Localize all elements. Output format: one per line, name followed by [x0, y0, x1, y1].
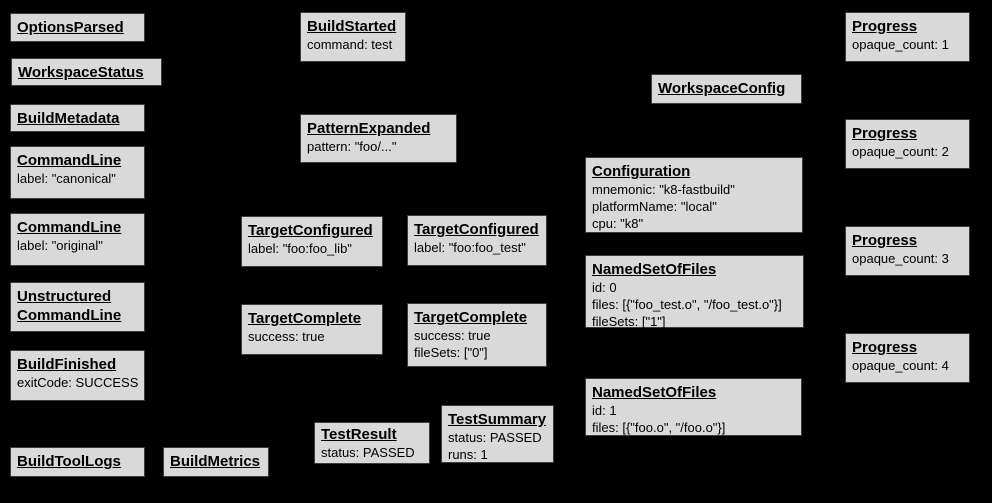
node-configuration: Configuration mnemonic: "k8-fastbuild" p… [585, 157, 803, 233]
node-pattern-expanded: PatternExpanded pattern: "foo/..." [300, 114, 457, 163]
node-title: OptionsParsed [17, 19, 124, 36]
node-named-set-of-files-1: NamedSetOfFiles id: 1 files: [{"foo.o", … [585, 378, 802, 436]
node-title: BuildToolLogs [17, 453, 121, 470]
node-field: files: [{"foo.o", "/foo.o"}] [592, 420, 726, 435]
node-title: BuildFinished [17, 356, 117, 373]
node-title: BuildStarted [307, 18, 397, 35]
node-test-result: TestResult status: PASSED [314, 422, 430, 464]
node-title: TargetComplete [414, 309, 528, 326]
node-title: Progress [852, 232, 918, 249]
node-title: NamedSetOfFiles [592, 384, 717, 401]
node-title: CommandLine [17, 152, 122, 169]
node-title: TestSummary [448, 411, 547, 428]
node-progress-2: Progress opaque_count: 2 [845, 119, 970, 169]
node-unstructured-command-line: Unstructured CommandLine [10, 282, 145, 332]
node-title: TargetConfigured [414, 221, 539, 238]
node-build-finished: BuildFinished exitCode: SUCCESS [10, 350, 145, 401]
node-field: mnemonic: "k8-fastbuild" [592, 182, 735, 197]
node-field: success: true [248, 329, 325, 344]
node-field: platformName: "local" [592, 199, 717, 214]
node-workspace-config: WorkspaceConfig [651, 74, 802, 104]
node-title: Unstructured [17, 288, 112, 305]
node-options-parsed: OptionsParsed [10, 13, 145, 42]
node-field: cpu: "k8" [592, 216, 644, 231]
node-command-line-canonical: CommandLine label: "canonical" [10, 146, 145, 199]
node-field: status: PASSED [321, 445, 415, 460]
node-field: id: 1 [592, 403, 617, 418]
node-title: Configuration [592, 163, 691, 180]
node-field: exitCode: SUCCESS [17, 375, 139, 390]
node-title: BuildMetadata [17, 110, 120, 127]
node-target-complete-test: TargetComplete success: true fileSets: [… [407, 303, 547, 367]
node-target-configured-lib: TargetConfigured label: "foo:foo_lib" [241, 216, 383, 267]
node-title: CommandLine [17, 219, 122, 236]
node-field: label: "foo:foo_lib" [248, 241, 352, 256]
node-title: BuildMetrics [170, 453, 261, 470]
node-title: CommandLine [17, 307, 122, 324]
node-field: runs: 1 [448, 447, 488, 462]
node-title: WorkspaceStatus [18, 64, 144, 81]
node-test-summary: TestSummary status: PASSED runs: 1 [441, 405, 554, 463]
node-target-complete-lib: TargetComplete success: true [241, 304, 383, 355]
node-build-metadata: BuildMetadata [10, 104, 145, 132]
node-title: Progress [852, 339, 918, 356]
node-field: opaque_count: 1 [852, 37, 949, 52]
node-field: opaque_count: 2 [852, 144, 949, 159]
node-progress-4: Progress opaque_count: 4 [845, 333, 970, 383]
node-field: id: 0 [592, 280, 617, 295]
node-field: fileSets: ["1"] [592, 314, 666, 329]
node-title: TestResult [321, 426, 397, 443]
node-field: status: PASSED [448, 430, 542, 445]
node-title: NamedSetOfFiles [592, 261, 717, 278]
node-title: TargetConfigured [248, 222, 373, 239]
node-title: Progress [852, 18, 918, 35]
node-build-metrics: BuildMetrics [163, 447, 269, 477]
node-progress-1: Progress opaque_count: 1 [845, 12, 970, 62]
node-target-configured-test: TargetConfigured label: "foo:foo_test" [407, 215, 547, 266]
node-build-tool-logs: BuildToolLogs [10, 447, 145, 477]
node-title: PatternExpanded [307, 120, 431, 137]
node-field: label: "canonical" [17, 171, 116, 186]
node-workspace-status: WorkspaceStatus [11, 58, 162, 86]
node-build-started: BuildStarted command: test [300, 12, 406, 62]
node-title: WorkspaceConfig [658, 80, 786, 97]
node-field: files: [{"foo_test.o", "/foo_test.o"}] [592, 297, 782, 312]
node-field: opaque_count: 4 [852, 358, 949, 373]
node-field: label: "original" [17, 238, 103, 253]
node-command-line-original: CommandLine label: "original" [10, 213, 145, 266]
node-title: Progress [852, 125, 918, 142]
node-field: fileSets: ["0"] [414, 345, 488, 360]
node-progress-3: Progress opaque_count: 3 [845, 226, 970, 276]
node-named-set-of-files-0: NamedSetOfFiles id: 0 files: [{"foo_test… [585, 255, 804, 329]
node-field: command: test [307, 37, 393, 52]
node-title: TargetComplete [248, 310, 362, 327]
node-field: pattern: "foo/..." [307, 139, 397, 154]
node-field: success: true [414, 328, 491, 343]
node-field: opaque_count: 3 [852, 251, 949, 266]
node-field: label: "foo:foo_test" [414, 240, 526, 255]
